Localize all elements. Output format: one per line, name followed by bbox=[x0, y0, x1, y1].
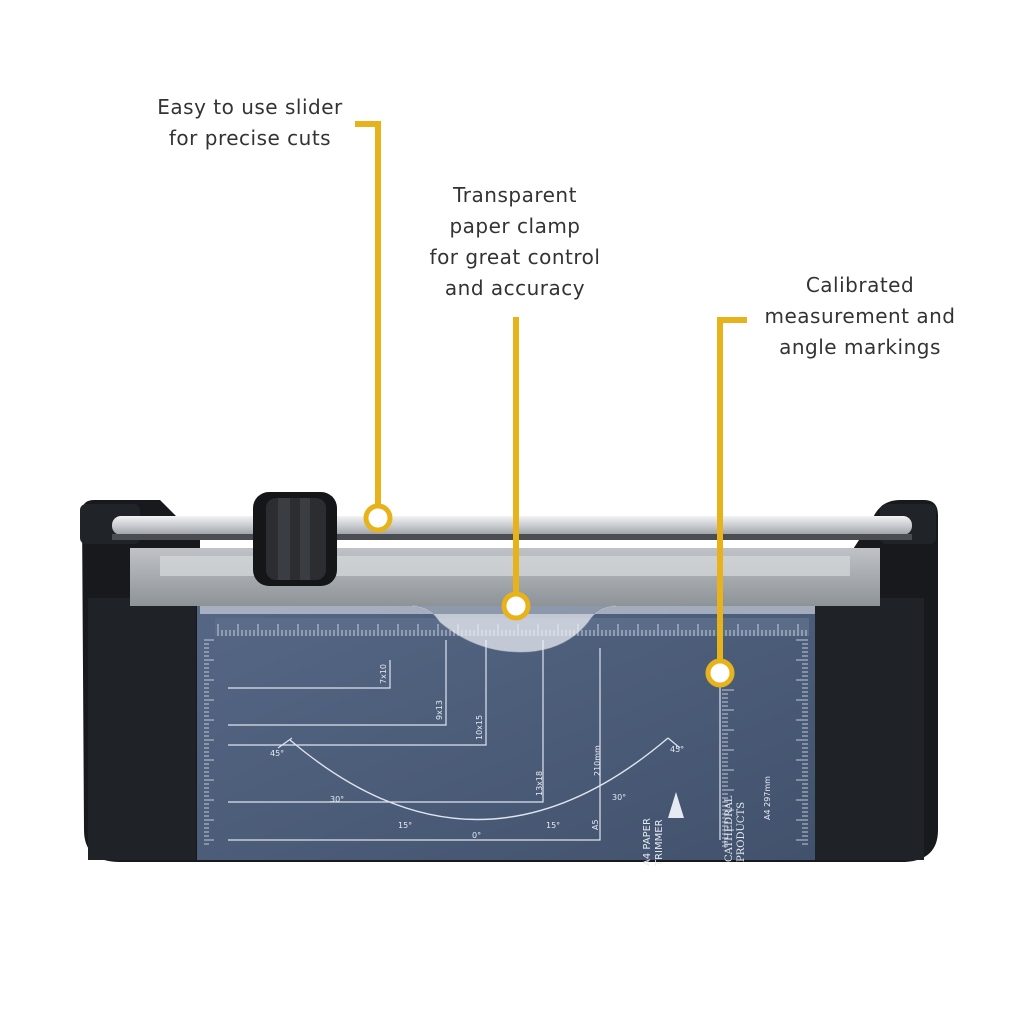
paper-label-a5: A5 bbox=[591, 819, 600, 830]
callout-slider-text: Easy to use slider for precise cuts bbox=[150, 92, 350, 154]
markings-callout-dot bbox=[705, 658, 735, 688]
size-label-13x18: 13x18 bbox=[535, 771, 544, 796]
angle-label-0: 0° bbox=[472, 831, 481, 840]
paper-label-210mm: 210mm bbox=[593, 745, 602, 776]
angle-label-30-right: 30° bbox=[612, 793, 626, 802]
callout-clamp-line-3: for great control bbox=[429, 245, 601, 269]
callout-slider-line-2: for precise cuts bbox=[168, 126, 332, 150]
clamp-callout-dot bbox=[501, 591, 531, 621]
markings-connector-line bbox=[717, 317, 747, 663]
size-label-10x15: 10x15 bbox=[475, 715, 484, 740]
callout-markings-line-2: measurement and bbox=[764, 304, 956, 328]
callout-connectors bbox=[355, 121, 747, 663]
left-end-block bbox=[88, 598, 196, 860]
callout-clamp-line-4: and accuracy bbox=[444, 276, 586, 300]
angle-label-15-left: 15° bbox=[398, 821, 412, 830]
slider-connector-line bbox=[355, 121, 381, 508]
right-end-block bbox=[812, 598, 924, 860]
angle-label-30-left: 30° bbox=[330, 795, 344, 804]
callout-clamp-text: Transparent paper clamp for great contro… bbox=[415, 180, 615, 304]
transparent-paper-clamp[interactable] bbox=[200, 606, 815, 652]
callout-markings-line-1: Calibrated bbox=[805, 273, 915, 297]
callout-markings-line-3: angle markings bbox=[779, 335, 941, 359]
trimmer-label-line-1: A4 PAPER bbox=[642, 818, 653, 866]
brand-logo: CATHEDRAL PRODUCTS bbox=[668, 792, 747, 862]
angle-label-45-left: 45° bbox=[270, 749, 284, 758]
brand-line-2: PRODUCTS bbox=[736, 802, 747, 862]
brand-line-1: CATHEDRAL bbox=[724, 795, 735, 862]
size-label-7x10: 7x10 bbox=[379, 664, 388, 684]
callout-clamp-line-1: Transparent bbox=[453, 183, 577, 207]
slider-rail bbox=[112, 516, 912, 535]
angle-label-15-right: 15° bbox=[546, 821, 560, 830]
cutting-slider[interactable] bbox=[253, 492, 337, 586]
angle-arc bbox=[289, 737, 669, 821]
size-label-9x13: 9x13 bbox=[435, 700, 444, 720]
slider-callout-dot bbox=[363, 503, 393, 533]
callout-markings-text: Calibrated measurement and angle marking… bbox=[755, 270, 965, 363]
callout-slider-line-1: Easy to use slider bbox=[157, 95, 343, 119]
trimmer-label-line-2: TRIMMER bbox=[654, 819, 665, 867]
paper-label-a4-297mm: A4 297mm bbox=[763, 776, 772, 820]
angle-label-45-right: 45° bbox=[670, 745, 684, 754]
callout-clamp-line-2: paper clamp bbox=[449, 214, 581, 238]
